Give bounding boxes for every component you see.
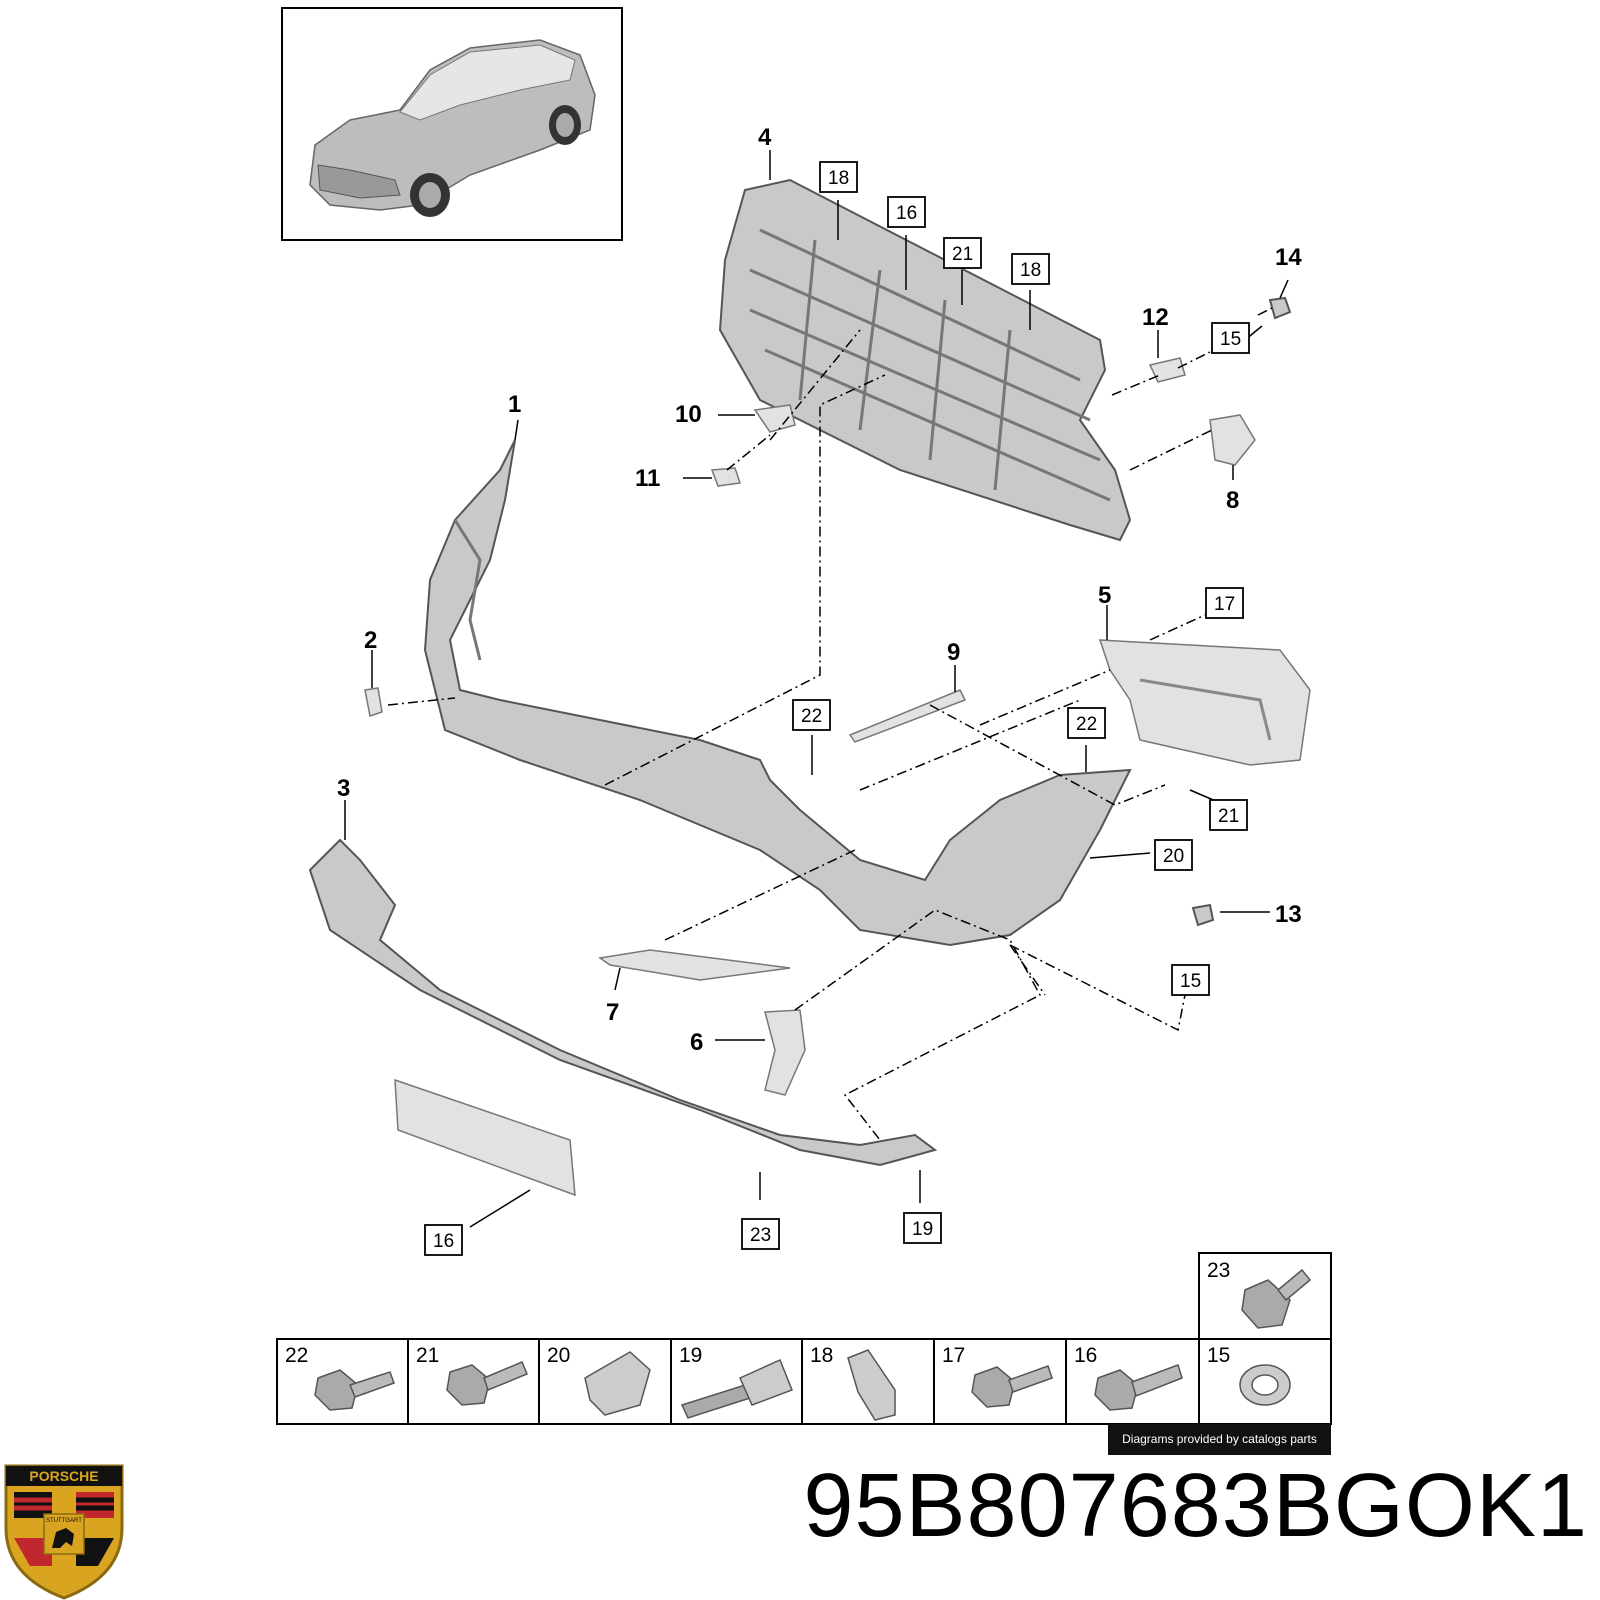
spring-clip-18-icon xyxy=(847,1349,896,1421)
boxed-callout-21: 21 xyxy=(943,237,982,269)
table-cell-label-21: 21 xyxy=(416,1344,439,1367)
trim-7 xyxy=(598,949,791,981)
clip-nut-20-icon xyxy=(584,1351,651,1416)
callout-2: 2 xyxy=(364,627,377,654)
boxed-callout-17: 17 xyxy=(1205,587,1244,619)
fastener-table xyxy=(276,1252,1332,1425)
callout-10: 10 xyxy=(675,401,702,428)
leader-lines xyxy=(344,150,1289,1228)
boxed-callout-22: 22 xyxy=(792,699,831,731)
svg-text:20: 20 xyxy=(1163,846,1184,867)
credit-banner: Diagrams provided by catalogs parts xyxy=(1108,1424,1331,1455)
boxed-callout-21: 21 xyxy=(1209,799,1248,831)
boxed-callout-19: 19 xyxy=(903,1212,942,1244)
boxed-callout-16: 16 xyxy=(424,1224,463,1256)
svg-text:PORSCHE: PORSCHE xyxy=(29,1468,98,1484)
svg-text:21: 21 xyxy=(952,244,973,265)
bracket-12 xyxy=(1148,357,1186,383)
table-cell-label-23: 23 xyxy=(1207,1259,1230,1282)
trim-6 xyxy=(764,1009,806,1096)
callout-12: 12 xyxy=(1142,304,1169,331)
nut-15-icon xyxy=(1239,1364,1291,1406)
svg-text:16: 16 xyxy=(433,1231,454,1252)
callout-1: 1 xyxy=(508,391,521,418)
trim-9 xyxy=(848,689,967,743)
screw-16-icon xyxy=(1094,1364,1183,1411)
bolt-22-icon xyxy=(314,1369,395,1411)
callout-14: 14 xyxy=(1275,244,1302,271)
callout-8: 8 xyxy=(1226,487,1239,514)
svg-text:22: 22 xyxy=(801,706,822,727)
svg-text:15: 15 xyxy=(1220,329,1241,350)
svg-text:15: 15 xyxy=(1180,971,1201,992)
car-thumbnail xyxy=(309,39,596,217)
boxed-callout-18: 18 xyxy=(1011,253,1050,285)
clip-14 xyxy=(1268,296,1292,320)
clip-11 xyxy=(710,467,741,487)
bracket-8 xyxy=(1209,414,1256,466)
callout-5: 5 xyxy=(1098,582,1111,609)
svg-text:19: 19 xyxy=(912,1219,933,1240)
svg-text:17: 17 xyxy=(1214,594,1235,615)
table-cell-label-19: 19 xyxy=(679,1344,702,1367)
table-cell-label-15: 15 xyxy=(1207,1344,1230,1367)
boxed-callout-16: 16 xyxy=(887,196,926,228)
callout-9: 9 xyxy=(947,639,960,666)
clip-13 xyxy=(1191,903,1215,927)
boxed-callout-15: 15 xyxy=(1211,322,1250,354)
svg-text:18: 18 xyxy=(828,168,849,189)
radiator-grille xyxy=(710,178,1292,542)
bracket-10 xyxy=(753,404,796,433)
dashed-leaders xyxy=(387,307,1273,1141)
svg-text:21: 21 xyxy=(1218,806,1239,827)
porsche-crest-logo: PORSCHE STUTTGART xyxy=(4,1464,124,1600)
bumper-cover xyxy=(364,439,1132,947)
boxed-callout-23: 23 xyxy=(741,1218,780,1250)
part-number: 95B807683BGOK1 xyxy=(803,1456,1588,1556)
bolt-17-icon xyxy=(971,1365,1053,1408)
table-cell-label-18: 18 xyxy=(810,1344,833,1367)
cap-2 xyxy=(364,687,383,717)
table-cell-label-17: 17 xyxy=(942,1344,965,1367)
fog-light-frame xyxy=(1098,639,1311,766)
boxed-callout-20: 20 xyxy=(1154,839,1193,871)
expansion-rivet-19-icon xyxy=(680,1358,793,1419)
lower-spoiler xyxy=(308,838,938,1197)
svg-text:18: 18 xyxy=(1020,260,1041,281)
svg-text:22: 22 xyxy=(1076,714,1097,735)
callout-13: 13 xyxy=(1275,901,1302,928)
callout-11: 11 xyxy=(635,465,660,492)
boxed-callout-15: 15 xyxy=(1171,964,1210,996)
bolt-21-icon xyxy=(446,1361,528,1406)
callout-6: 6 xyxy=(690,1029,703,1056)
table-cell-label-22: 22 xyxy=(285,1344,308,1367)
svg-text:16: 16 xyxy=(896,203,917,224)
table-cell-label-16: 16 xyxy=(1074,1344,1097,1367)
plate-bracket-16 xyxy=(394,1078,576,1197)
svg-text:23: 23 xyxy=(750,1225,771,1246)
boxed-callout-18: 18 xyxy=(819,161,858,193)
svg-text:STUTTGART: STUTTGART xyxy=(46,1518,82,1524)
callout-7: 7 xyxy=(606,999,619,1026)
callout-3: 3 xyxy=(337,775,350,802)
bolt-23-icon xyxy=(1241,1268,1312,1329)
callout-4: 4 xyxy=(758,124,772,151)
table-cell-label-20: 20 xyxy=(547,1344,570,1367)
boxed-callout-22: 22 xyxy=(1067,707,1106,739)
